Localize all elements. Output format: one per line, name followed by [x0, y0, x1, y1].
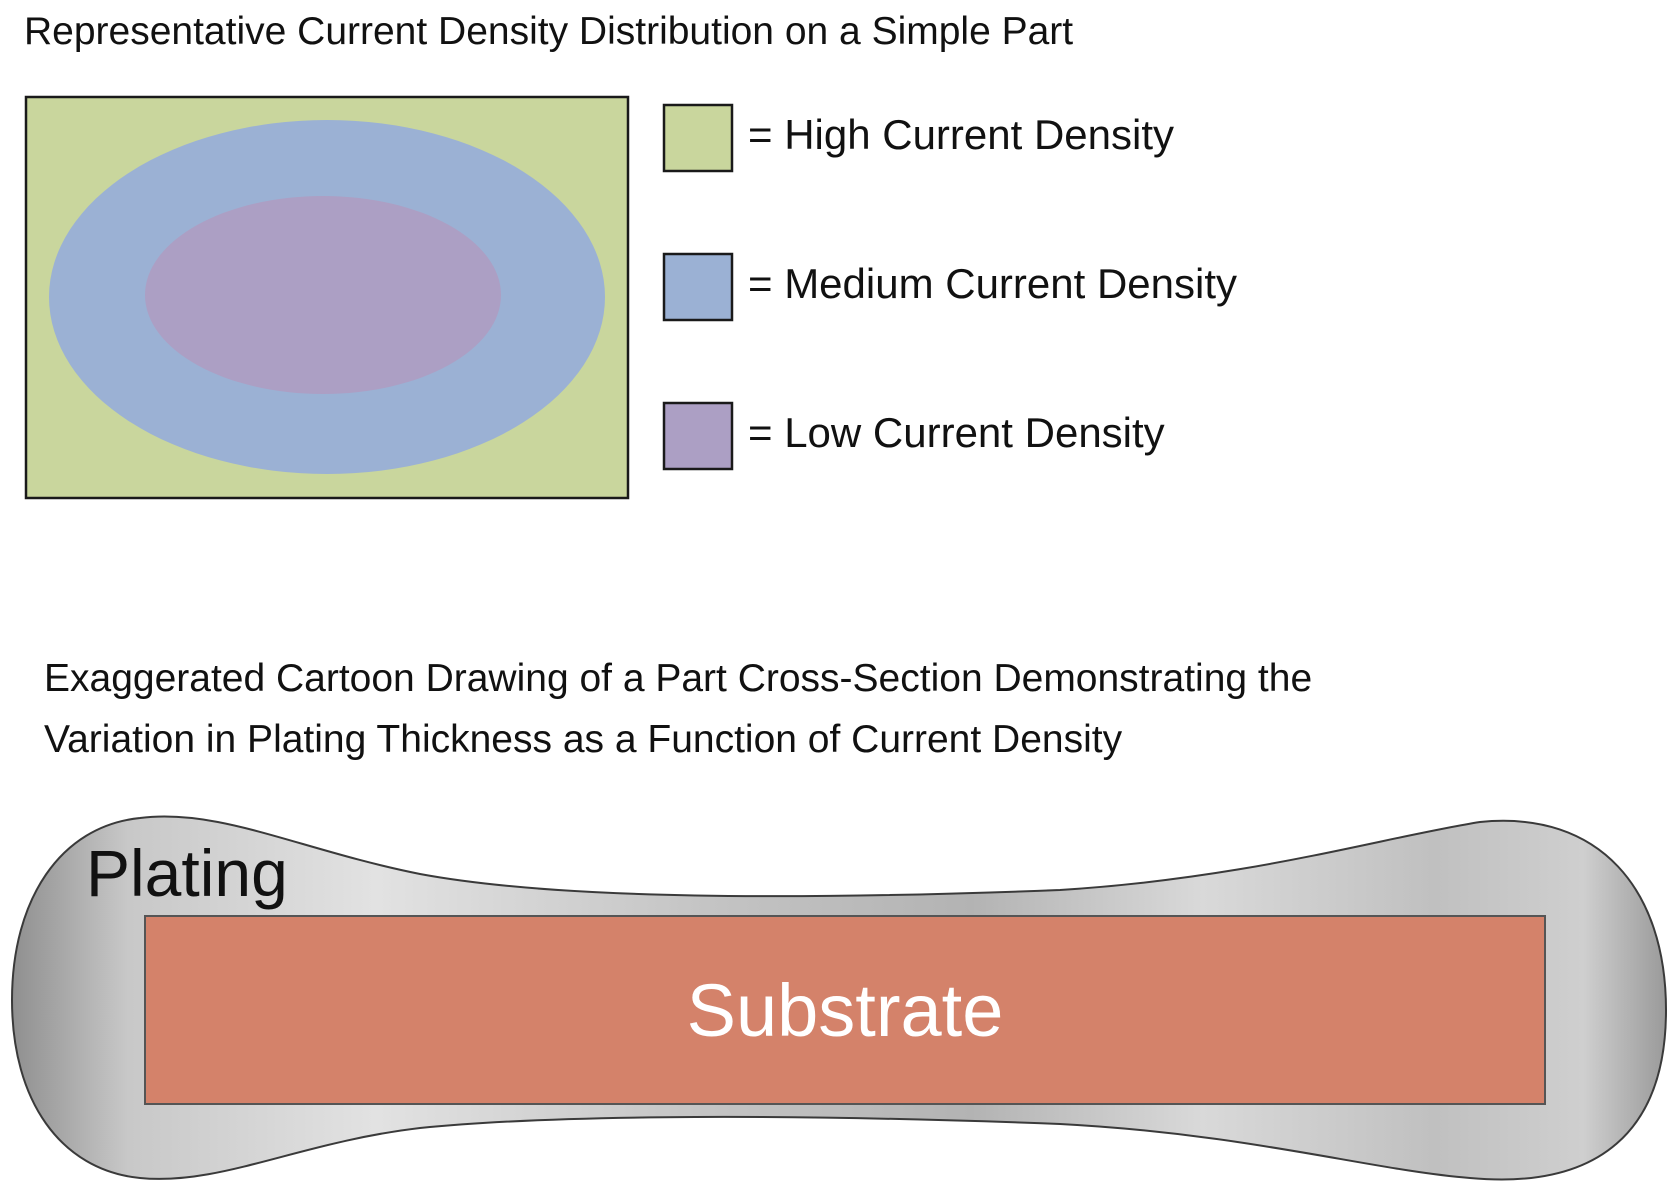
legend-swatch-low [662, 401, 734, 471]
low-density-region [145, 196, 501, 394]
plating-label: Plating [86, 836, 288, 910]
legend-swatch-high [662, 103, 734, 173]
substrate-label: Substrate [687, 969, 1004, 1052]
bottom-title-line-1: Exaggerated Cartoon Drawing of a Part Cr… [44, 657, 1313, 700]
substrate-block [144, 915, 1546, 1105]
legend [662, 103, 734, 471]
legend-label-medium: = Medium Current Density [748, 260, 1238, 307]
legend-label-low: = Low Current Density [748, 409, 1165, 456]
bottom-title-line-2: Variation in Plating Thickness as a Func… [44, 718, 1123, 761]
legend-label-high: = High Current Density [748, 111, 1175, 158]
current-density-part [24, 95, 630, 500]
cross-section: Plating Substrate [10, 815, 1668, 1181]
top-title: Representative Current Density Distribut… [24, 10, 1074, 53]
legend-swatch-medium [662, 252, 734, 322]
